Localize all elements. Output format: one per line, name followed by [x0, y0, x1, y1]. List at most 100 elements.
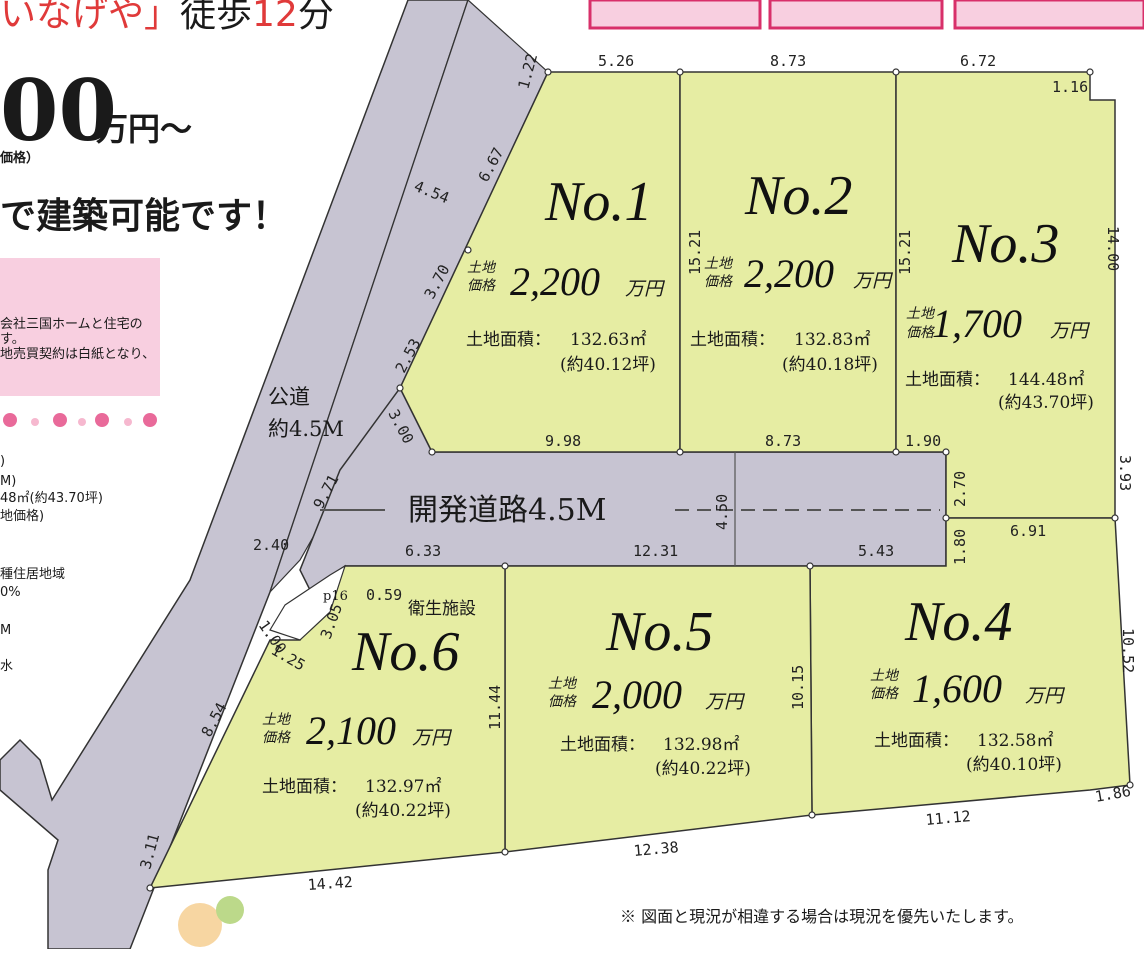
lot-4-yen: 万円 — [1025, 685, 1066, 707]
sanitary-label: 衛生施設 — [408, 599, 476, 619]
dim-lot3-right-lower: 3.93 — [1116, 455, 1134, 491]
dim-lot5-bottom: 12.38 — [633, 838, 680, 860]
lot-3-price-label-1: 土地 — [906, 306, 936, 322]
public-road-label-2: 約4.5M — [268, 417, 344, 441]
lot-6-number: No.6 — [351, 621, 459, 683]
sanitary-facility — [269, 564, 347, 641]
dim-top-1: 5.26 — [598, 52, 634, 70]
lot-1-price: 2,200 — [510, 259, 600, 304]
price-fragment: 00 — [0, 61, 117, 160]
left-info-6: 0% — [0, 585, 21, 600]
lot-2-yen: 万円 — [853, 270, 894, 292]
lot-6-price-label-1: 土地 — [262, 712, 292, 728]
lot-3-tsubo: (約43.70坪) — [998, 393, 1094, 413]
dim-lot4-corner: 1.86 — [1094, 782, 1133, 806]
lot-5-price-label-2: 価格 — [548, 694, 577, 710]
lot-4-tsubo: (約40.10坪) — [966, 755, 1062, 775]
lot-3 — [895, 71, 1116, 519]
dim-sanitary-1: 0.59 — [366, 586, 402, 604]
tab-1[interactable] — [588, 0, 762, 30]
dim-lot1-2-divider: 15.21 — [686, 230, 704, 275]
info-line-3: 地売買契約は白紙となり、 — [0, 346, 155, 362]
development-road-label: 開発道路4.5M — [408, 493, 606, 528]
dim-road-end-2: 1.80 — [951, 529, 969, 565]
lot-4-price-label-2: 価格 — [870, 686, 899, 702]
lot-6-price: 2,100 — [306, 708, 396, 753]
dim-lot4-bottom: 11.12 — [925, 807, 972, 829]
tab-3[interactable] — [953, 0, 1144, 30]
p16-label: p16 — [323, 589, 348, 604]
lot-3-price-label-2: 価格 — [906, 325, 935, 341]
info-line-1: 会社三国ホームと住宅の — [0, 316, 143, 332]
dim-lot2-3-divider: 15.21 — [896, 230, 914, 275]
dim-road-end-1: 2.70 — [951, 471, 969, 507]
left-info-3: 48㎡(約43.70坪) — [0, 491, 103, 506]
dim-lot6-top: 6.33 — [405, 542, 441, 560]
lot-2-area: 132.83㎡ — [794, 330, 870, 350]
lot-5-area: 132.98㎡ — [663, 735, 739, 755]
left-info-5: 種住居地域 — [0, 566, 65, 582]
lot-1-price-label-1: 土地 — [467, 260, 497, 276]
lot-1-area-label: 土地面積： — [466, 330, 551, 350]
dim-lot3-right: 14.00 — [1104, 226, 1122, 271]
dim-top-2: 8.73 — [770, 52, 806, 70]
corner-flower-decoration — [178, 896, 244, 947]
dim-lot2-bottom: 8.73 — [765, 432, 801, 450]
lot-5-price-label-1: 土地 — [548, 676, 578, 692]
dim-lot5-left: 11.44 — [486, 685, 504, 730]
lot-5-yen: 万円 — [705, 691, 746, 713]
tab-2[interactable] — [768, 0, 944, 30]
lot-6-area: 132.97㎡ — [365, 777, 441, 797]
lot-6-price-label-2: 価格 — [262, 730, 291, 746]
footnote: ※ 図面と現況が相違する場合は現況を優先いたします。 — [620, 907, 1024, 926]
lot-2-price: 2,200 — [744, 251, 834, 296]
left-info-8: 水 — [0, 659, 13, 674]
lot-1 — [399, 71, 681, 453]
dim-road-width-3: 2.40 — [253, 536, 289, 554]
lot-3-area: 144.48㎡ — [1008, 370, 1084, 390]
dim-lot4-top-left: 5.43 — [858, 542, 894, 560]
dim-top-3: 6.72 — [960, 52, 996, 70]
lot-2-price-label-2: 価格 — [704, 274, 733, 290]
left-info-2: M) — [0, 474, 16, 489]
dim-lot5-top: 12.31 — [633, 542, 678, 560]
lot-5-price: 2,000 — [592, 672, 682, 717]
lot-4-price: 1,600 — [912, 666, 1002, 711]
dim-lot3-bottom-1: 1.90 — [905, 432, 941, 450]
lot-1-price-label-2: 価格 — [467, 278, 496, 294]
left-info-1: ) — [0, 454, 5, 469]
info-line-2: す。 — [0, 332, 25, 347]
lot-6-yen: 万円 — [412, 727, 453, 749]
lot-1-area: 132.63㎡ — [570, 330, 646, 350]
dim-lot4-5-divider: 10.15 — [789, 665, 807, 710]
info-box — [0, 258, 160, 396]
lot-2-price-label-1: 土地 — [704, 256, 734, 272]
lot-6-area-label: 土地面積： — [262, 777, 347, 797]
lot-2-area-label: 土地面積： — [690, 330, 775, 350]
dim-top-4: 1.16 — [1052, 78, 1088, 96]
dim-lot6-bottom: 14.42 — [307, 873, 353, 894]
lot-1-tsubo: (約40.12坪) — [560, 355, 656, 375]
flower-decoration — [3, 413, 157, 427]
lot-5-area-label: 土地面積： — [560, 735, 645, 755]
headline: で建築可能です！ — [0, 195, 288, 237]
lot-3-yen: 万円 — [1050, 320, 1091, 342]
station-title: いなげや」徒歩12分 — [0, 0, 334, 35]
lot-4-area-label: 土地面積： — [874, 731, 959, 751]
lot-1-number: No.1 — [544, 171, 652, 233]
dim-road-width-2: 4.50 — [713, 494, 731, 530]
price-unit: 万円～ — [96, 110, 192, 148]
lot-3-price: 1,700 — [932, 301, 1022, 346]
lot-3-area-label: 土地面積： — [905, 370, 990, 390]
public-road-label-1: 公道 — [268, 385, 310, 409]
lot-4-number: No.4 — [904, 591, 1012, 653]
lot-4-area: 132.58㎡ — [977, 731, 1053, 751]
public-road — [0, 0, 469, 950]
lot-5-tsubo: (約40.22坪) — [655, 759, 751, 779]
dim-lot1-bottom: 9.98 — [545, 432, 581, 450]
lot-6-tsubo: (約40.22坪) — [355, 801, 451, 821]
lot-1-yen: 万円 — [625, 278, 666, 300]
lot-3-number: No.3 — [951, 213, 1059, 275]
